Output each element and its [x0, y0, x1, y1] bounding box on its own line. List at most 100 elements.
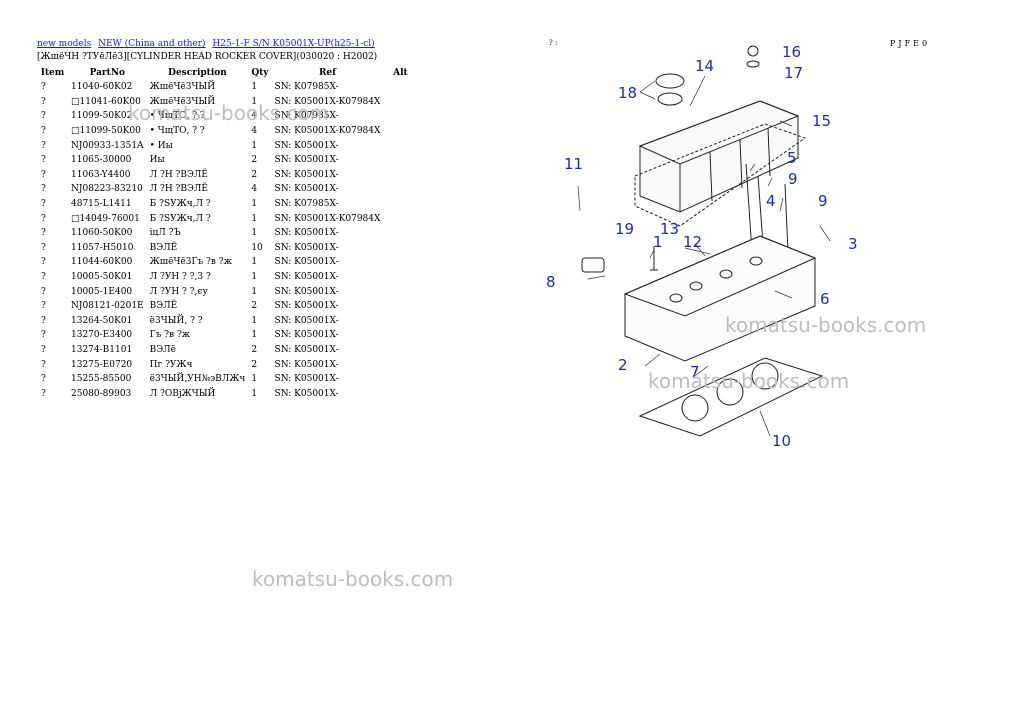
callout-10: 10: [772, 432, 791, 450]
cell-part: 11057-H5010: [71, 242, 134, 253]
page-subtitle: [ЖшёЧН ?ТУёЛё3][CYLINDER HEAD ROCKER COV…: [37, 52, 378, 62]
callout-16: 16: [782, 43, 801, 61]
cell-desc: Л ?Н ?ВЭЛЁ: [149, 184, 208, 195]
callout-2: 2: [618, 356, 628, 374]
cell-item: ?: [41, 199, 46, 210]
cell-part: 48715-L1411: [71, 199, 132, 210]
watermark: komatsu-books.com: [128, 101, 330, 125]
cell-qty: 1: [251, 96, 258, 107]
callout-8: 8: [546, 273, 556, 291]
rocker-cover-ribs: [679, 127, 771, 212]
cell-desc: ЖшёЧё3ЧЫЙ: [149, 96, 216, 107]
callout-labels: 16 14 17 18 15 5 11 9 9 4 19 13 1 12 3 8…: [546, 43, 858, 450]
watermark: komatsu-books.com: [252, 567, 454, 591]
cell-item: ?: [41, 242, 46, 253]
cell-part: 11065-30000: [71, 155, 132, 166]
cell-item: ?: [41, 272, 46, 283]
cell-qty: 1: [251, 228, 258, 239]
cell-part: 13274-B1101: [71, 344, 133, 355]
cell-qty: 1: [251, 286, 258, 297]
cell-qty: 4: [251, 111, 258, 122]
cell-ref: SN: K05001X-K07984X: [274, 96, 381, 107]
header-qty: Qty: [251, 68, 269, 78]
cell-alt: [383, 372, 417, 387]
breadcrumb: new models NEW (China and other) H25-1-F…: [37, 39, 379, 49]
cell-ref: SN: K05001X-: [274, 228, 339, 239]
cell-part: 11044-60K00: [71, 257, 133, 268]
cell-alt: [383, 182, 417, 197]
callout-7: 7: [690, 363, 700, 381]
cell-ref: SN: K05001X-: [274, 344, 339, 355]
cell-ref: SN: K05001X-: [274, 184, 339, 195]
cell-desc: • ЧщТО, ? ?: [149, 126, 205, 137]
cell-qty: 10: [251, 242, 263, 253]
cell-alt: [383, 109, 417, 124]
callout-12: 12: [683, 233, 702, 251]
callout-18: 18: [618, 84, 637, 102]
callout-6: 6: [820, 290, 830, 308]
gasket-bore-2: [716, 378, 744, 406]
cell-qty: 1: [251, 315, 258, 326]
cell-alt: [383, 343, 417, 358]
cell-desc: ВЭЛЁ: [149, 242, 178, 253]
breadcrumb-link-region[interactable]: NEW (China and other): [98, 39, 206, 49]
cell-item: ?: [41, 155, 46, 166]
header-item: Item: [40, 68, 65, 78]
cell-ref: SN: K07985X-: [274, 82, 339, 93]
cell-ref: SN: K05001X-: [274, 155, 339, 166]
cell-alt: [383, 357, 417, 372]
callout-4: 4: [766, 192, 776, 210]
cell-part: 11099-50K02: [71, 111, 133, 122]
cell-ref: SN: K07985X-: [274, 111, 339, 122]
oil-cap: [655, 73, 685, 89]
cell-qty: 1: [251, 257, 258, 268]
breadcrumb-link-new-models[interactable]: new models: [37, 39, 92, 49]
breadcrumb-link-model[interactable]: H25-1-F S/N K05001X-UP(h25-1-cl): [212, 39, 375, 49]
cell-qty: 1: [251, 374, 258, 385]
cell-desc: Б ?SУЖч,Л ?: [149, 213, 211, 224]
cell-ref: SN: K05001X-: [274, 315, 339, 326]
cell-desc: Л ?Н ?ВЭЛЁ: [149, 169, 208, 180]
cell-desc: іцЛ ?Ъ: [149, 228, 181, 239]
cell-alt: [383, 270, 417, 285]
cell-item: ?: [41, 82, 46, 93]
cell-qty: 1: [251, 388, 258, 399]
diagram-header-mark: ? :: [549, 39, 558, 47]
cell-desc: Гъ ?в ?ж: [149, 330, 191, 341]
cell-alt: [383, 284, 417, 299]
cell-part: NJ08121-0201E: [71, 301, 144, 312]
callout-3: 3: [848, 235, 858, 253]
cell-item: ?: [41, 96, 46, 107]
cell-qty: 1: [251, 213, 258, 224]
cell-part: 13275-E0720: [71, 359, 133, 370]
cell-desc: Л ?ОВjЖЧЫЙ: [149, 388, 216, 399]
cell-part: □14049-76001: [71, 213, 140, 224]
gasket-bore-1: [681, 394, 709, 422]
cell-item: ?: [41, 169, 46, 180]
cell-alt: [383, 124, 417, 139]
nut-part: [747, 45, 759, 57]
cell-desc: • ЧщТО, ? ?: [149, 111, 205, 122]
oil-cap-gasket: [657, 92, 683, 106]
cell-ref: SN: K05001X-: [274, 388, 339, 399]
cell-item: ?: [41, 184, 46, 195]
cell-item: ?: [41, 330, 46, 341]
cell-item: ?: [41, 111, 46, 122]
cell-alt: [383, 226, 417, 241]
cell-alt: [383, 80, 417, 95]
gasket-bore-3: [751, 362, 779, 390]
cell-part: 13264-50K01: [71, 315, 133, 326]
cell-qty: 1: [251, 140, 258, 151]
cell-qty: 4: [251, 126, 258, 137]
cell-item: ?: [41, 344, 46, 355]
header-description: Description: [168, 68, 227, 78]
